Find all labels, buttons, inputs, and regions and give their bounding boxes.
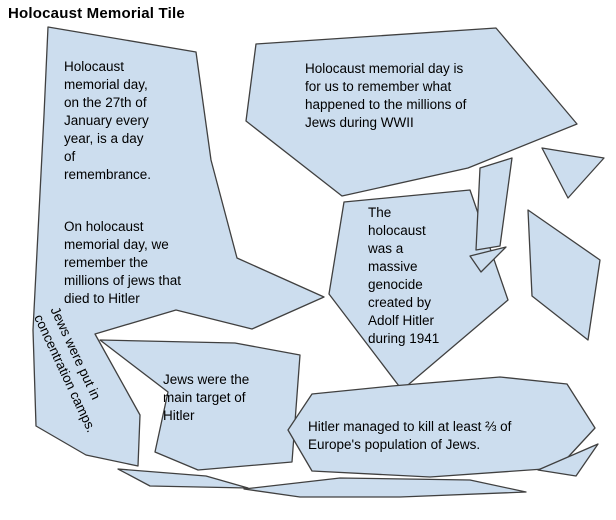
tile-piece-left bbox=[32, 26, 325, 467]
tile-shard-7 bbox=[537, 443, 599, 477]
tile-text-intro: Holocaust memorial day, on the 27th of J… bbox=[64, 59, 152, 182]
tile-shard-2 bbox=[475, 157, 513, 251]
tile-text-wwii: Holocaust memorial day is for us to reme… bbox=[305, 61, 467, 130]
tile-piece-target bbox=[99, 339, 301, 471]
tile-piece-center bbox=[328, 189, 509, 391]
tile-text-kill-statistic: Hitler managed to kill at least ⅔ of Eur… bbox=[308, 419, 512, 452]
tile-piece-bottom bbox=[287, 376, 596, 478]
tile-shard-1 bbox=[541, 147, 605, 199]
tile-shard-4 bbox=[527, 209, 601, 341]
tile-shard-5 bbox=[243, 477, 527, 498]
tile-text-remember: On holocaust memorial day, we remember t… bbox=[64, 219, 182, 306]
tile-shard-3 bbox=[469, 246, 507, 273]
tile-piece-top-right bbox=[245, 27, 578, 197]
tile-text-main-target: Jews were the main target of Hitler bbox=[163, 372, 250, 423]
tile-text-genocide: The holocaust was a massive genocide cre… bbox=[368, 205, 440, 346]
tile-shard-6 bbox=[117, 468, 249, 489]
page-title: Holocaust Memorial Tile bbox=[8, 5, 185, 22]
